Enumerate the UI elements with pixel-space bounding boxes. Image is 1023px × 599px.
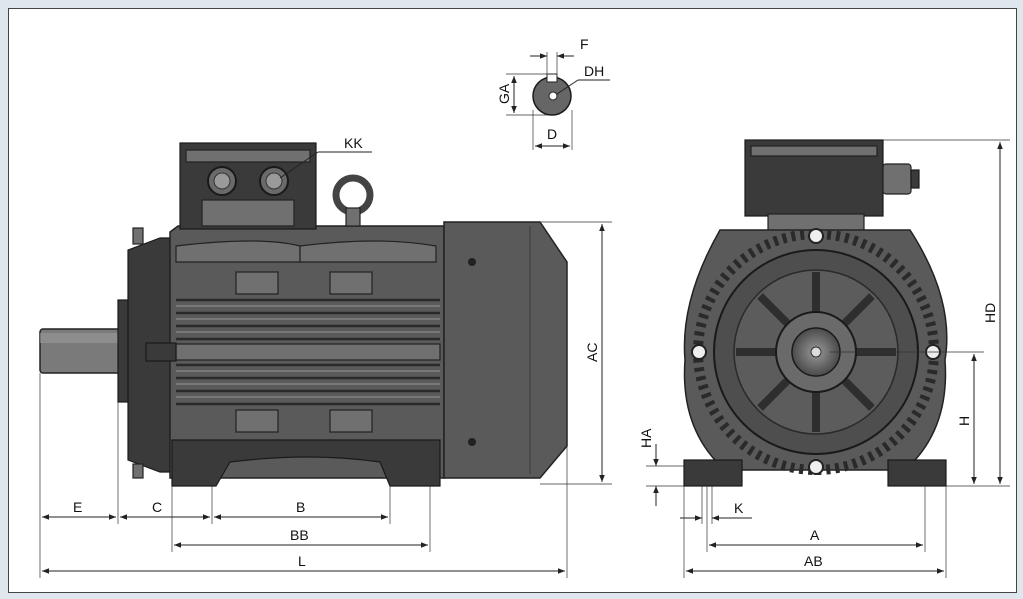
foot-left xyxy=(683,459,743,487)
dimension-labels: F DH GA D KK AC HD H HA K E C B BB L A A… xyxy=(73,36,998,569)
cable-gland-front xyxy=(882,163,912,195)
lifting-eye-bolt xyxy=(332,174,374,216)
label-HD: HD xyxy=(982,303,998,323)
label-H: H xyxy=(956,416,972,426)
label-AB: AB xyxy=(804,553,823,569)
motor-front-view xyxy=(683,139,948,487)
label-A: A xyxy=(810,527,820,543)
label-HA: HA xyxy=(638,428,654,448)
label-C: C xyxy=(152,499,162,515)
label-AC: AC xyxy=(584,343,600,362)
fan-cover xyxy=(443,221,568,479)
label-BB: BB xyxy=(290,527,309,543)
label-K: K xyxy=(734,500,744,516)
label-DH: DH xyxy=(584,63,604,79)
cooling-fins xyxy=(176,298,440,406)
mounting-feet xyxy=(171,439,441,487)
dimension-lines xyxy=(39,139,1010,578)
label-KK: KK xyxy=(344,135,363,151)
label-GA: GA xyxy=(496,83,512,104)
shaft-section-detail xyxy=(506,52,610,150)
label-L: L xyxy=(298,553,306,569)
label-F: F xyxy=(580,36,589,52)
label-E: E xyxy=(73,499,82,515)
label-B: B xyxy=(296,499,305,515)
label-D: D xyxy=(547,126,557,142)
motor-side-view xyxy=(39,142,568,487)
foot-right xyxy=(887,459,947,487)
